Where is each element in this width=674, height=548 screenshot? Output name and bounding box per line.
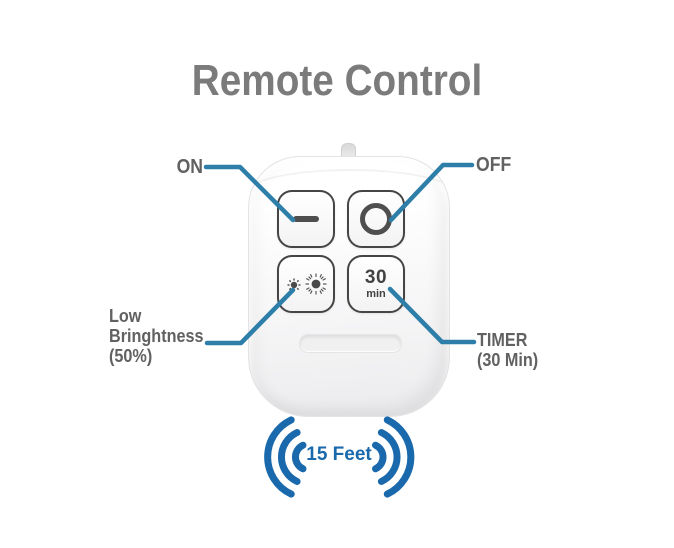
range-label: 15 Feet — [306, 444, 372, 465]
label-timer-line1: TIMER — [477, 330, 528, 350]
label-timer: TIMER (30 Min) — [477, 330, 538, 370]
page-title: Remote Control — [191, 56, 483, 105]
remote-button-timer: 30 min — [347, 255, 405, 313]
label-off: OFF — [476, 154, 512, 176]
circle-icon — [360, 203, 392, 235]
dual-sunburst-icon — [287, 273, 327, 295]
remote-button-on — [277, 190, 335, 248]
signal-waves-icon — [264, 416, 415, 498]
remote-button-off — [347, 190, 405, 248]
label-on: ON — [176, 156, 203, 178]
label-low-brightness: Low Bringhtness (50%) — [109, 306, 204, 366]
remote-button-brightness — [277, 255, 335, 313]
remote-cap-seam — [245, 169, 455, 217]
label-low-brightness-line3: (50%) — [109, 346, 153, 366]
battery-cover-slot — [299, 334, 402, 353]
timer-30-min-button: 30 min — [365, 268, 387, 300]
remote-control-device: 30 min — [245, 156, 455, 417]
timer-value-label: 30 — [364, 267, 388, 288]
label-low-brightness-line2: Bringhtness — [109, 326, 204, 346]
label-low-brightness-line1: Low — [109, 306, 142, 326]
label-timer-line2: (30 Min) — [477, 350, 539, 370]
timer-unit-label: min — [366, 288, 386, 300]
dash-icon — [293, 216, 319, 222]
remote-button-grid: 30 min — [277, 190, 405, 313]
